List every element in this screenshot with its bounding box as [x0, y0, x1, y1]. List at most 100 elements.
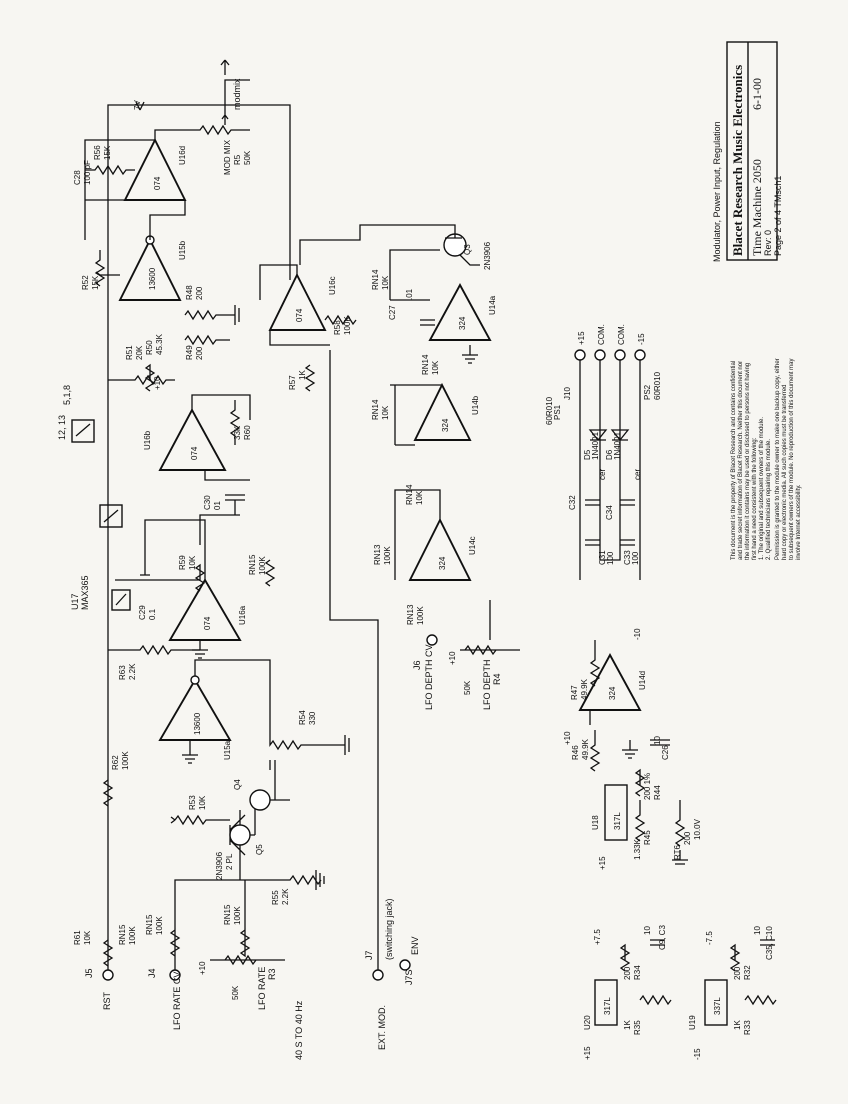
label-c27: C27 — [388, 305, 397, 320]
label-r51-val: 20K — [135, 345, 144, 360]
label-r45-val: 1.33K — [633, 838, 642, 860]
opamp-u16d — [123, 137, 187, 201]
label-50k-b: 50K — [463, 680, 472, 695]
terminal-com-a[interactable] — [594, 349, 606, 361]
label-rn14-a: RN14 — [371, 269, 380, 290]
resistor-r62 — [102, 779, 114, 807]
node — [190, 675, 200, 685]
capacitor-c29 — [115, 519, 206, 581]
resistor-r34 — [619, 943, 631, 972]
label-p10-d: +10 — [563, 731, 572, 745]
label-r33-val: 1K — [733, 1020, 742, 1030]
label-r32-val: 200 — [733, 966, 742, 980]
label-j7: J7 — [364, 950, 374, 960]
capacitor-c34 — [620, 499, 635, 506]
pot-lfo-rate[interactable] — [210, 880, 285, 966]
label-r60-val: 33K — [233, 425, 242, 440]
label-q5: Q5 — [255, 844, 264, 855]
label-rn13-b: RN13 — [406, 604, 415, 625]
confidential-notice: This document is the property of Blacet … — [731, 358, 802, 560]
label-074-a: 074 — [203, 616, 212, 630]
capacitor-c27 — [420, 319, 435, 326]
label-c35-val: 10 — [753, 926, 762, 935]
resistor-r56 — [85, 164, 135, 176]
label-q3: Q3 — [463, 244, 472, 255]
pot-lfo-depth[interactable] — [460, 600, 520, 656]
regulator-u18 — [604, 784, 628, 841]
notice-line: 1. The original and subsequent owners of… — [759, 417, 765, 560]
label-r4: R4 — [492, 673, 502, 685]
label-u16c: U16c — [328, 276, 337, 295]
label-r57-val: 1K — [298, 370, 307, 380]
label-r58: R58 — [333, 320, 342, 335]
label-ps2: PS2 — [643, 384, 652, 400]
resistor-r32 — [729, 943, 741, 972]
label-c26: C26 — [661, 745, 670, 760]
wire — [579, 360, 641, 580]
label-u15b: U15b — [178, 240, 187, 260]
notice-line: This document is the property of Blacet … — [731, 361, 737, 560]
label-c28: C28 — [73, 170, 82, 185]
title-subtitle: Modulator, Power Input, Regulation — [712, 121, 722, 262]
title-rev: Rev: 0 — [763, 230, 773, 256]
label-rn14-b: RN14 — [421, 354, 430, 375]
label-j4: J4 — [147, 968, 157, 978]
label-r35: R35 — [633, 1020, 642, 1035]
resistor-r47 — [589, 640, 601, 725]
jack-j6[interactable] — [426, 634, 438, 646]
trimmer-rt6[interactable] — [674, 800, 686, 847]
label-r50: R50 — [145, 340, 154, 355]
label-u15a: U15a — [223, 740, 232, 760]
label-r55-val: 2.2K — [281, 888, 290, 905]
label-max365: MAX365 — [80, 575, 90, 610]
label-324-c: 324 — [438, 556, 447, 570]
label-c29-val: 0.1 — [148, 608, 157, 620]
jack-j5[interactable] — [102, 969, 114, 981]
opamp-u14d — [578, 653, 642, 711]
label-317l-b: 317L — [603, 997, 612, 1015]
label-c26-val: 10 — [653, 736, 662, 745]
label-r33: R33 — [743, 1020, 752, 1035]
label-074-c: 074 — [295, 308, 304, 322]
capacitor-c32 — [585, 499, 600, 506]
title-company: Blacet Research Music Electronics — [730, 65, 745, 256]
label-c9-val: 10 — [643, 926, 652, 935]
wire — [84, 139, 186, 240]
transistor-q4-q5 — [229, 760, 290, 880]
resistor-rn15-d — [264, 559, 276, 587]
switch-u17-c — [71, 419, 95, 443]
label-q4: Q4 — [233, 779, 242, 790]
label-r54: R54 — [298, 710, 307, 725]
jack-j7[interactable] — [372, 969, 384, 981]
label-c35-c10: C35, C10 — [765, 926, 774, 960]
label-c9-c3: C9, C3 — [658, 925, 667, 950]
label-p10-c: +10 — [448, 651, 457, 665]
label-r49-val: 200 — [195, 346, 204, 360]
label-1n4001-a: 1N4001 — [591, 431, 600, 460]
label-r53-val: 10K — [198, 795, 207, 810]
label-d5: D5 — [583, 449, 592, 460]
label-2n3906-b: 2N3906 — [483, 241, 492, 270]
opamp-u14b — [413, 382, 472, 441]
label-rst: RST — [102, 991, 112, 1010]
terminal-com-b[interactable] — [614, 349, 626, 361]
jack-j7s[interactable] — [399, 959, 411, 971]
pot-mod-mix[interactable] — [154, 79, 250, 140]
opamp-u16a — [168, 578, 242, 641]
wire — [107, 104, 291, 975]
resistor-r33 — [744, 994, 777, 1006]
label-u16b: U16b — [143, 430, 152, 450]
terminal-p15[interactable] — [574, 349, 586, 361]
title-product: Time Machine 2050 — [750, 159, 764, 256]
label-p10-b: +10 — [153, 376, 162, 390]
terminal-m15[interactable] — [634, 349, 646, 361]
label-r46: R46 — [571, 745, 580, 760]
label-c30: C30 — [203, 495, 212, 510]
label-rn15-b: RN15 — [145, 914, 154, 935]
label-r59-val: 10K — [188, 555, 197, 570]
notice-line: first hand a need consistent with the fo… — [752, 437, 758, 560]
resistor-r60 — [229, 400, 241, 445]
label-r60: R60 — [243, 425, 252, 440]
